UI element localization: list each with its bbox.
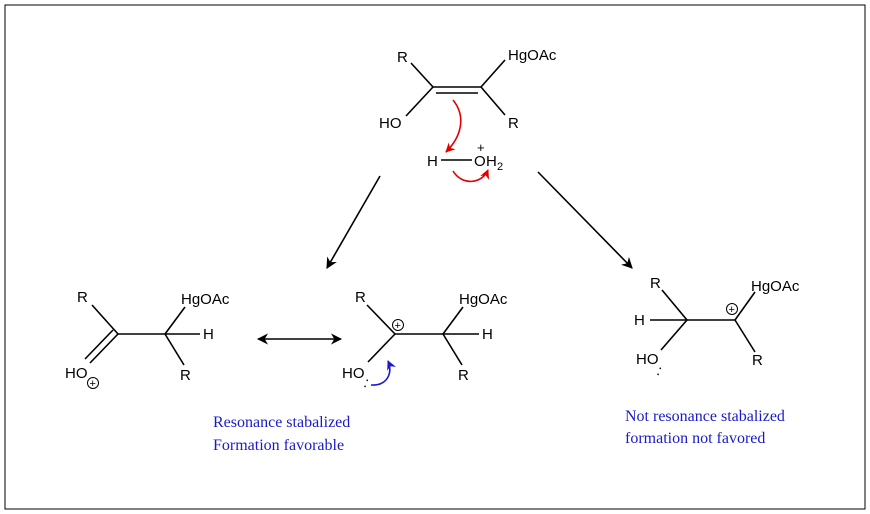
atom-h: H <box>427 153 438 170</box>
atom-h: H <box>482 326 493 343</box>
bond <box>480 59 506 88</box>
note-right-line1: Not resonance stabalized <box>625 408 785 425</box>
bond <box>442 306 464 335</box>
bond <box>91 304 119 335</box>
double-bond-line-1 <box>89 333 119 364</box>
bond <box>164 333 185 366</box>
atom-r-upper: R <box>355 289 366 306</box>
bond <box>410 62 434 88</box>
bond <box>164 306 186 335</box>
lone-pair: : <box>655 362 665 379</box>
reaction-arrow-right <box>537 171 633 269</box>
atom-r-upper: R <box>650 275 661 292</box>
bond <box>442 333 463 366</box>
atom-ho: HO <box>636 351 659 368</box>
atom-ho: HO <box>65 365 88 382</box>
right-structure: R HgOAc H HO R + : <box>634 275 800 380</box>
electron-arrow-red-2 <box>452 169 489 183</box>
middle-structure: R HgOAc H HO R + : <box>342 289 508 392</box>
atom-r-lower: R <box>508 115 519 132</box>
bond <box>734 291 756 321</box>
atom-hgoac: HgOAc <box>459 291 508 308</box>
hydronium: H O H 2 + <box>427 140 503 173</box>
plus-charge-circle <box>726 303 738 315</box>
reaction-arrow-left <box>326 175 381 269</box>
atom-ho: HO <box>379 115 402 132</box>
bond <box>480 86 506 116</box>
atom-hgoac: HgOAc <box>181 291 230 308</box>
plus-charge: + <box>90 378 96 390</box>
atom-r-lower: R <box>180 367 191 384</box>
electron-arrow-red-1 <box>445 99 462 153</box>
atom-r-upper: R <box>77 289 88 306</box>
bond <box>734 319 756 353</box>
note-left-line2: Formation favorable <box>213 437 344 454</box>
plus-charge: + <box>477 140 485 155</box>
bond <box>366 304 396 335</box>
plus-charge: + <box>395 320 401 332</box>
atom-hgoac: HgOAc <box>751 278 800 295</box>
electron-arrow-blue <box>370 360 396 386</box>
left-structure: R HgOAc H HO R + <box>65 289 230 390</box>
atom-r-lower: R <box>458 367 469 384</box>
note-right-line2: formation not favored <box>625 430 765 447</box>
atom-o: O <box>474 153 486 170</box>
top-enol: R HgOAc HO R <box>379 47 557 132</box>
bond <box>661 289 688 321</box>
atom-r-upper: R <box>397 49 408 66</box>
plus-charge-circle <box>392 319 404 331</box>
plus-charge-circle <box>87 377 99 389</box>
atom-h2: H <box>486 153 497 170</box>
subscript-2: 2 <box>497 161 503 173</box>
plus-charge: + <box>729 304 735 316</box>
bond <box>405 86 434 117</box>
atom-ho: HO <box>342 365 365 382</box>
atom-h: H <box>203 326 214 343</box>
atom-h: H <box>634 312 645 329</box>
bond <box>660 319 688 351</box>
note-left-line1: Resonance stabalized <box>213 414 350 431</box>
atom-hgoac: HgOAc <box>508 47 557 64</box>
diagram-frame <box>4 4 866 510</box>
lone-pair: : <box>362 374 372 391</box>
bond <box>367 333 396 363</box>
double-bond-line-2 <box>84 329 114 360</box>
atom-r-lower: R <box>752 352 763 369</box>
